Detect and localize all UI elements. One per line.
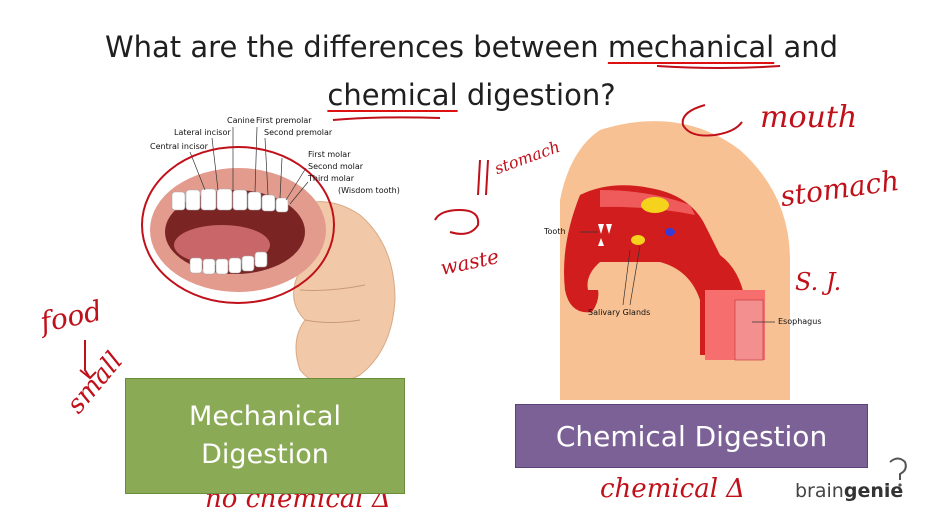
label-tooth: Tooth <box>544 227 566 236</box>
mechanical-box-line2: Digestion <box>201 436 329 474</box>
label-second-molar: Second molar <box>308 162 363 171</box>
braingenie-logo: braingenie <box>795 480 903 502</box>
label-first-premolar: First premolar <box>256 116 312 125</box>
annotation-sj: S. J. <box>795 268 841 296</box>
label-canine: Canine <box>227 116 255 125</box>
annotation-mouth: mouth <box>760 100 857 135</box>
annotation-chemical-change: chemical Δ <box>600 474 745 504</box>
label-central-incisor: Central incisor <box>150 142 208 151</box>
label-second-premolar: Second premolar <box>264 128 332 137</box>
label-first-molar: First molar <box>308 150 350 159</box>
mechanical-digestion-box: Mechanical Digestion <box>125 378 405 494</box>
mechanical-box-line1: Mechanical <box>189 398 341 436</box>
chemical-digestion-box: Chemical Digestion <box>515 404 868 468</box>
label-third-molar: Third molar <box>308 174 354 183</box>
label-salivary-glands: Salivary Glands <box>588 308 650 317</box>
label-lateral-incisor: Lateral incisor <box>174 128 231 137</box>
label-esophagus: Esophagus <box>778 317 821 326</box>
label-wisdom-tooth: (Wisdom tooth) <box>338 186 400 195</box>
